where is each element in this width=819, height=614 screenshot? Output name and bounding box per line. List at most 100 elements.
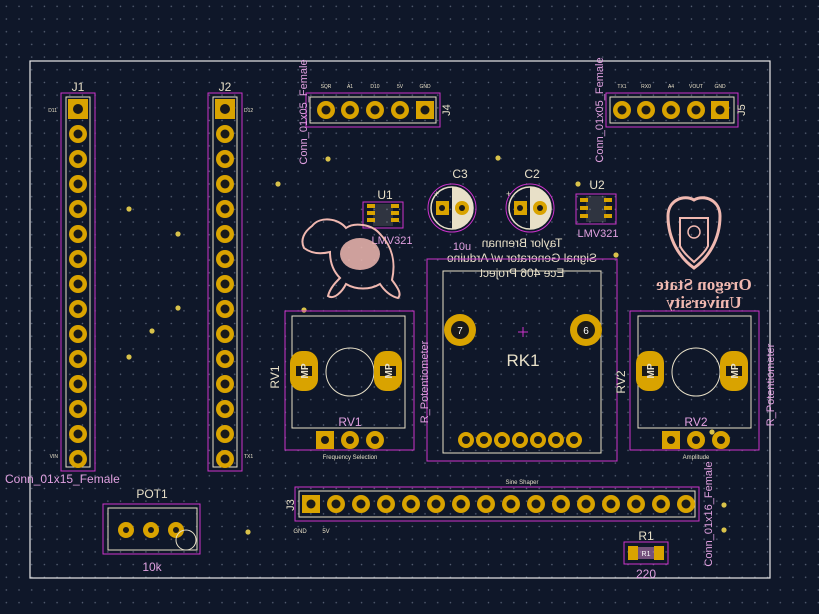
rv2-value-label: R_Potentiometer — [765, 343, 777, 426]
osu-line1: Oregon State — [656, 275, 752, 294]
pot1-value-label: 10k — [142, 560, 162, 574]
via — [575, 181, 581, 187]
j1-pin15-label: VIN — [50, 454, 59, 460]
j5-connector[interactable]: TX1 RX0 A4 VOUT GND J5 Conn_01x05_Female — [594, 57, 748, 162]
j5-pin-label: A4 — [668, 84, 674, 90]
j3-connector[interactable]: Sine Shaper GND 5V J3 Conn_01x16_Female — [285, 461, 715, 566]
svg-text:MP: MP — [384, 363, 395, 378]
j3-value-label: Conn_01x16_Female — [703, 461, 715, 566]
title-label: Signal Generator w/ Arduino — [447, 251, 597, 265]
j5-pin-label: GND — [714, 84, 726, 90]
u2-ref-label: U2 — [589, 178, 605, 192]
via — [175, 305, 181, 311]
courtyard — [305, 92, 441, 128]
r1-resistor[interactable]: R1 R1 220 — [623, 529, 669, 581]
j2-connector[interactable]: J2 D12 TX1 — [207, 80, 253, 472]
courtyard — [60, 92, 96, 472]
r1-ref-label: R1 — [638, 529, 654, 543]
courtyard — [207, 92, 243, 472]
rv1-fab-label: RV1 — [338, 415, 361, 429]
j5-pin-label: VOUT — [689, 84, 703, 90]
j5-pin-label: TX1 — [617, 84, 626, 90]
j4-pin-label: D10 — [370, 84, 379, 90]
via — [149, 328, 155, 334]
via — [301, 307, 307, 313]
rv1-potentiometer[interactable]: MP MP RV1 Frequency Selection RV1 — [268, 310, 415, 461]
via — [126, 206, 132, 212]
c3-ref-label: C3 — [452, 167, 468, 181]
j5-ref-label: J5 — [736, 104, 748, 116]
via — [175, 231, 181, 237]
via — [721, 502, 727, 508]
via — [325, 156, 331, 162]
j4-pin-label: GND — [419, 84, 431, 90]
c3-capacitor[interactable]: + C3 10u — [427, 167, 477, 253]
svg-text:+: + — [434, 189, 439, 199]
rk1-value-label: R_Potentiometer — [419, 340, 431, 423]
via — [721, 527, 727, 533]
turtle-logo — [301, 218, 401, 300]
r1-fab-label: R1 — [642, 551, 651, 558]
pad-row — [613, 101, 729, 119]
u2-value-label: LMV321 — [578, 228, 619, 240]
j2-pin15-label: TX1 — [244, 454, 253, 460]
pad-row — [302, 495, 695, 513]
svg-text:MP: MP — [300, 363, 311, 378]
rk1-ref-label: RK1 — [506, 351, 539, 370]
rv2-potentiometer[interactable]: MP MP RV2 Amplitude RV2 R_Potentiometer — [614, 310, 777, 461]
pad-row — [458, 432, 582, 448]
j1-ref-label: J1 — [72, 80, 85, 94]
j4-pin-label: SQR — [321, 84, 332, 90]
u1-ref-label: U1 — [377, 188, 393, 202]
courtyard — [605, 92, 739, 128]
pad-row — [317, 101, 434, 119]
u2-opamp[interactable]: U2 LMV321 — [575, 178, 619, 240]
osu-logo: Oregon State University — [656, 196, 752, 312]
c2-ref-label: C2 — [524, 167, 540, 181]
svg-text:MP: MP — [730, 363, 741, 378]
j4-connector[interactable]: SQR A1 D10 5V GND J4 Conn_01x05_Female — [298, 59, 453, 164]
rk1-potentiometer[interactable]: 7 6 RK1 R_Potentiometer — [419, 258, 618, 462]
via — [126, 354, 132, 360]
j3-ref-label: J3 — [285, 499, 297, 511]
via — [495, 155, 501, 161]
pad-column — [216, 125, 234, 468]
via — [275, 181, 281, 187]
rv2-function-label: Amplitude — [683, 455, 710, 461]
u1-opamp[interactable]: U1 LMV321 — [362, 188, 413, 247]
j5-value-label: Conn_01x05_Female — [594, 57, 606, 162]
j4-pin-label: A1 — [347, 84, 353, 90]
pot1-ref-label: POT1 — [136, 487, 168, 501]
rv2-ref-label: RV2 — [614, 370, 628, 393]
j4-pin-label: 5V — [397, 84, 404, 90]
via — [709, 429, 715, 435]
j4-value-label: Conn_01x05_Female — [298, 59, 310, 164]
board-edge — [29, 60, 771, 579]
rv1-function-label: Frequency Selection — [323, 455, 378, 461]
pad-column — [69, 125, 87, 468]
r1-value-label: 220 — [636, 567, 656, 581]
j4-ref-label: J4 — [441, 104, 453, 116]
j3-pin-5v-label: 5V — [322, 529, 329, 535]
rv1-ref-label: RV1 — [268, 365, 282, 388]
c2-capacitor[interactable]: + C2 — [505, 167, 555, 233]
author-label: Taylor Brennan — [482, 236, 563, 250]
c3-value-label: 10u — [453, 241, 471, 253]
board-title-block: Taylor Brennan Signal Generator w/ Ardui… — [447, 236, 597, 280]
svg-text:+: + — [506, 189, 511, 199]
via — [613, 252, 619, 258]
rk1-pad-left-label: 7 — [457, 326, 463, 337]
j1-pin1-label: D11 — [48, 108, 57, 114]
j2-pin1-label: D12 — [244, 108, 253, 114]
j2-ref-label: J2 — [219, 80, 232, 94]
u1-value-label: LMV321 — [372, 235, 413, 247]
j1-connector[interactable]: J1 D11 VIN Conn_01x15_Female — [5, 80, 120, 486]
j3-pin-gnd-label: GND — [293, 529, 307, 535]
osu-line2: University — [666, 293, 742, 312]
pot1-trimmer[interactable]: POT1 10k — [102, 487, 201, 574]
rv2-fab-label: RV2 — [684, 415, 707, 429]
project-label: Ece 406 Project — [479, 266, 564, 280]
j5-pin-label: RX0 — [641, 84, 651, 90]
